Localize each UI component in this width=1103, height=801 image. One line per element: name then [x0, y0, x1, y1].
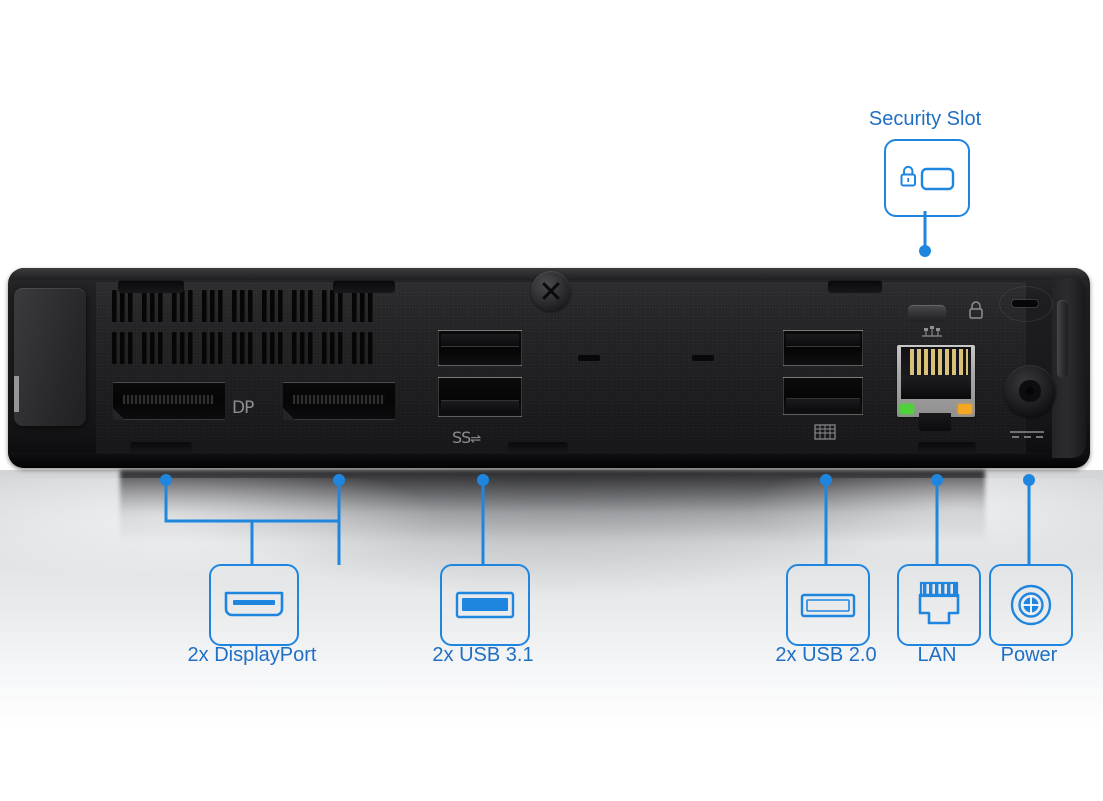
- vent-group: [142, 290, 163, 322]
- chassis-bottom-edge: [8, 452, 1090, 468]
- vent-group: [292, 332, 313, 364]
- left-side-cap: [14, 288, 86, 426]
- network-silkscreen-icon: [922, 326, 942, 337]
- ventilation-grille: [112, 290, 428, 364]
- power-jack-icon: [1010, 584, 1052, 626]
- vent-group: [322, 332, 343, 364]
- displayport-port-2: [283, 382, 395, 420]
- displayport-pins: [123, 395, 215, 404]
- panel-blank-mark: [578, 355, 600, 361]
- security-lock-slot-icon: [900, 165, 955, 191]
- displayport-notch: [113, 408, 125, 420]
- usb-2-icon: [800, 593, 856, 618]
- callout-label-displayport: 2x DisplayPort: [187, 644, 317, 666]
- displayport-pins: [293, 395, 385, 404]
- panel-blank-mark: [692, 355, 714, 361]
- callout-box-power[interactable]: [989, 564, 1073, 646]
- callout-box-usb20[interactable]: [786, 564, 870, 646]
- callout-box-security-slot[interactable]: [884, 139, 970, 217]
- vent-group: [352, 290, 373, 322]
- rj45-cavity: [901, 347, 971, 399]
- callout-label-security-slot: Security Slot: [868, 108, 982, 130]
- usb-tongue: [786, 334, 860, 347]
- callout-box-usb31[interactable]: [440, 564, 530, 646]
- kensington-security-slot: [1012, 300, 1038, 307]
- cover-release-latch: [1057, 300, 1068, 378]
- vent-row-top: [112, 290, 428, 322]
- padlock-silkscreen-icon: [969, 301, 983, 319]
- callout-label-usb31: 2x USB 3.1: [432, 644, 534, 666]
- usb20-port-1: [783, 330, 863, 366]
- dc-power-jack: [1004, 365, 1056, 417]
- usb31-port-1: [438, 330, 522, 366]
- callout-label-usb20: 2x USB 2.0: [775, 644, 877, 666]
- callout-box-lan[interactable]: [897, 564, 981, 646]
- rj45-tab-slot: [919, 413, 951, 431]
- usb-tongue: [441, 334, 519, 347]
- chassis-bottom-slot: [508, 441, 568, 454]
- rj45-pins: [910, 349, 968, 375]
- vent-row-bottom: [112, 332, 428, 364]
- chassis-top-slot: [118, 280, 184, 293]
- vent-group: [232, 332, 253, 364]
- displayport-icon: [224, 591, 284, 617]
- callout-label-lan: LAN: [917, 644, 957, 666]
- vent-group: [202, 332, 223, 364]
- chassis-bottom-slot: [918, 441, 976, 454]
- dc-in-silkscreen-icon: [1010, 431, 1044, 438]
- captive-thumbscrew: [531, 271, 571, 311]
- displayport-silkscreen-glyph: DP: [232, 398, 254, 418]
- chassis-release-latch: [908, 305, 946, 322]
- vent-group: [292, 290, 313, 322]
- side-cap-slit: [14, 376, 19, 412]
- usb20-port-2: [783, 377, 863, 415]
- usb-3-icon: [455, 591, 515, 619]
- callout-box-displayport[interactable]: [209, 564, 299, 646]
- vent-group: [112, 332, 133, 364]
- usb-superspeed-silkscreen-glyph: SS⇌: [452, 428, 481, 447]
- rj45-ethernet-port: [897, 345, 975, 431]
- vent-group: [202, 290, 223, 322]
- vent-group: [322, 290, 343, 322]
- rj45-ethernet-icon: [918, 581, 960, 625]
- keyboard-silkscreen-icon: [814, 424, 836, 440]
- vent-group: [352, 332, 373, 364]
- vent-group: [142, 332, 163, 364]
- usb-tongue: [786, 398, 860, 411]
- vent-group: [232, 290, 253, 322]
- chassis-top-slot: [333, 280, 395, 293]
- lan-activity-led: [958, 404, 972, 414]
- chassis-top-slot: [828, 280, 882, 293]
- security-slot-ring: [999, 286, 1053, 322]
- chassis-bottom-slot: [130, 441, 192, 454]
- usb-tongue: [441, 400, 519, 413]
- callout-label-power: Power: [1000, 644, 1058, 666]
- usb31-port-2: [438, 377, 522, 417]
- vent-group: [262, 332, 283, 364]
- vent-group: [172, 332, 193, 364]
- vent-group: [112, 290, 133, 322]
- lan-link-led: [900, 404, 914, 414]
- vent-group: [262, 290, 283, 322]
- displayport-notch: [283, 408, 295, 420]
- displayport-port-1: [113, 382, 225, 420]
- vent-group: [172, 290, 193, 322]
